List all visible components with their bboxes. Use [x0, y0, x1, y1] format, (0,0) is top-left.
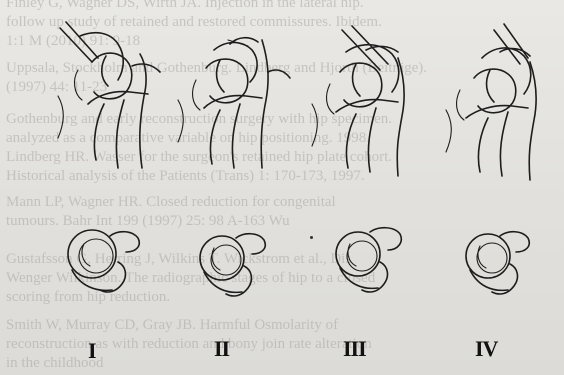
stage-label-1: I — [88, 340, 96, 362]
stage-2-frontal-sketch — [200, 234, 265, 296]
stage-3-lateral-sketch — [312, 26, 404, 176]
stage-2-lateral-sketch — [178, 38, 290, 168]
stage-label-2: II — [214, 338, 229, 360]
speck — [310, 236, 313, 239]
stage-label-3: III — [343, 338, 366, 360]
stage-label-4: IV — [475, 338, 497, 360]
stage-4-frontal-sketch — [466, 232, 529, 294]
stage-1-lateral-sketch — [58, 22, 160, 168]
stage-1-frontal-sketch — [68, 230, 139, 292]
stage-4-lateral-sketch — [446, 24, 536, 180]
stage-3-frontal-sketch — [336, 228, 401, 292]
